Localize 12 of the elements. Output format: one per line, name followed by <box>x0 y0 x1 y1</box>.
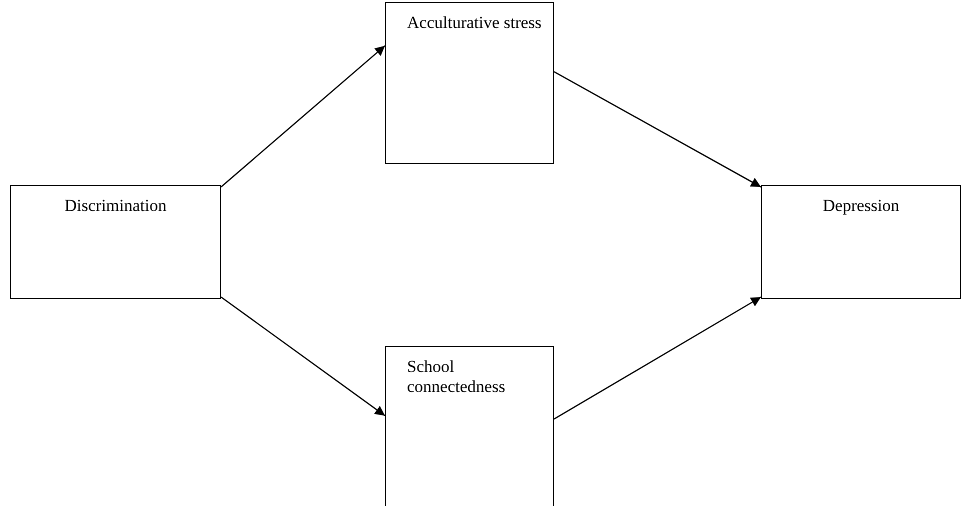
arrow <box>554 71 762 188</box>
box-label: School connectedness <box>407 357 506 397</box>
arrow <box>220 45 386 188</box>
process-box <box>385 2 554 164</box>
box-label: Acculturative stress <box>407 13 542 33</box>
arrow <box>554 296 762 420</box>
process-box <box>385 346 554 506</box>
arrow <box>220 296 386 416</box>
box-label: Depression <box>822 196 900 216</box>
process-box <box>761 185 961 299</box>
box-label: Discrimination <box>64 196 166 216</box>
process-box <box>10 185 221 299</box>
